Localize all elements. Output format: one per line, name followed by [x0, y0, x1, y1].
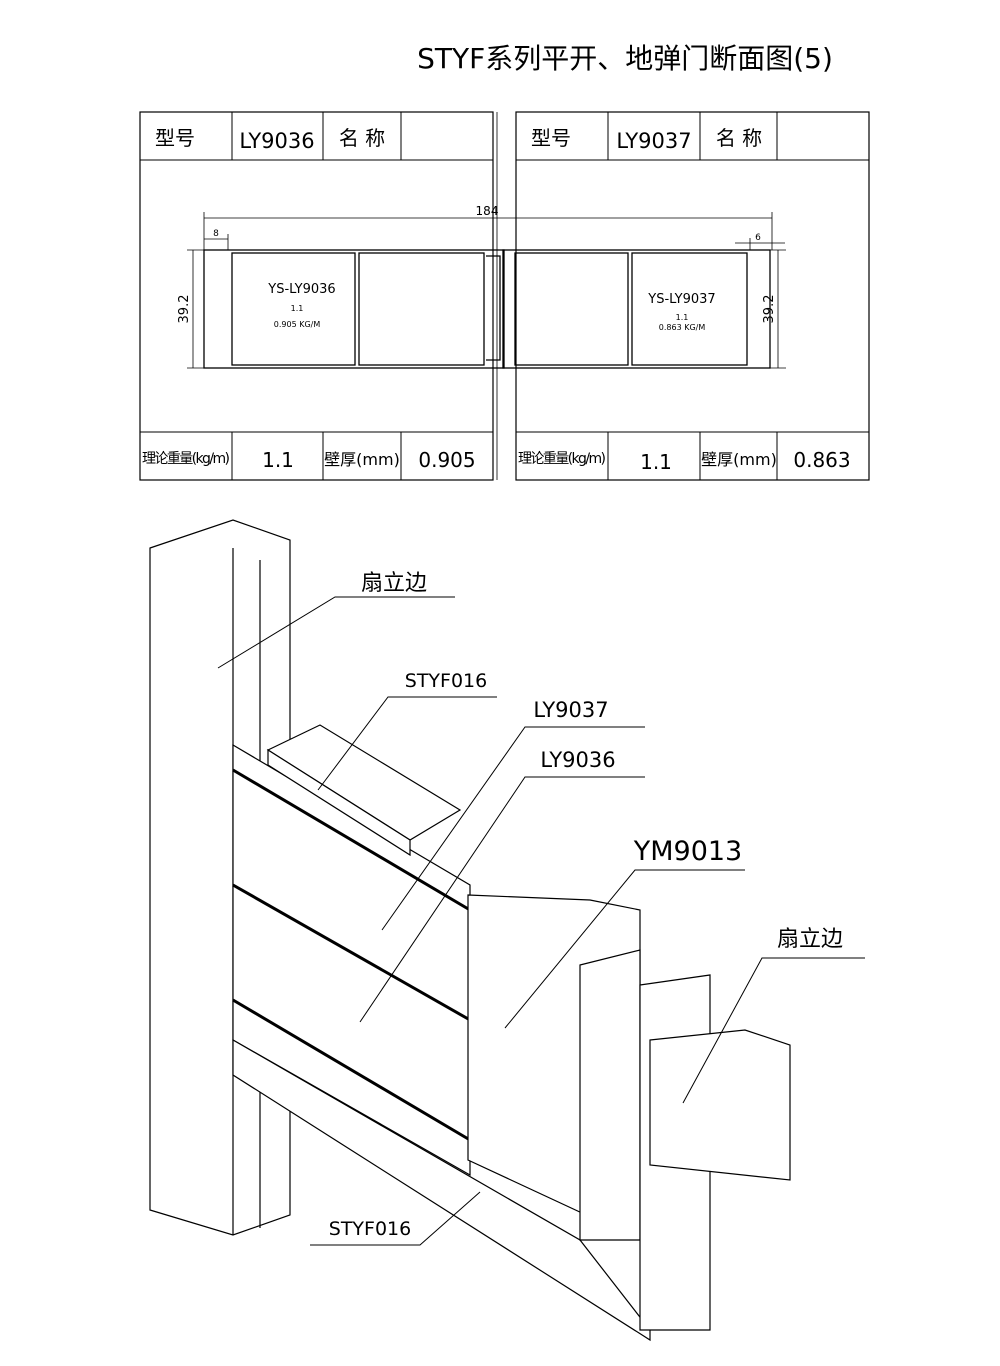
profile-section-drawing — [187, 112, 786, 480]
profile-table-ly9036: 型号 LY9036 名 称 理论重量(kg/m) 1.1 壁厚(mm) 0.90… — [139, 111, 494, 481]
callout-styf016-bottom: STYF016 — [329, 1218, 411, 1240]
name-label: 名 称 — [339, 126, 385, 150]
isometric-assembly-drawing — [149, 519, 791, 1342]
model-value: LY9036 — [239, 129, 314, 153]
profile-weight: 1.1 — [291, 304, 304, 313]
profile-code: YS-LY9037 — [647, 292, 715, 307]
callout-leaders — [217, 596, 865, 1246]
weight-value: 1.1 — [262, 448, 294, 472]
callout-sash-stile-right: 扇立边 — [777, 927, 843, 952]
page-title: STYF系列平开、地弹门断面图(5) — [417, 42, 833, 75]
profile-weight: 1.1 — [676, 313, 689, 322]
profile-table-ly9037: 型号 LY9037 名 称 理论重量(kg/m) 1.1 壁厚(mm) 0.86… — [515, 111, 870, 481]
model-label: 型号 — [155, 126, 195, 150]
thickness-label: 壁厚(mm) — [701, 450, 777, 469]
thickness-value: 0.905 — [418, 448, 475, 472]
profile-kgm: 0.863 KG/M — [659, 323, 706, 332]
thickness-label: 壁厚(mm) — [324, 450, 400, 469]
callout-ym9013: YM9013 — [633, 836, 743, 867]
callout-styf016-top: STYF016 — [405, 670, 487, 692]
profile-kgm: 0.905 KG/M — [274, 320, 321, 329]
dim-height-left: 39.2 — [177, 295, 192, 324]
callout-sash-stile-top: 扇立边 — [361, 571, 427, 596]
model-value: LY9037 — [616, 129, 691, 153]
weight-value: 1.1 — [640, 450, 672, 474]
dim-total: 184 — [476, 204, 499, 218]
dim-right-offset: 6 — [755, 233, 761, 243]
weight-label: 理论重量(kg/m) — [142, 451, 230, 467]
weight-label: 理论重量(kg/m) — [518, 451, 606, 467]
callout-ly9036: LY9036 — [540, 748, 615, 772]
thickness-value: 0.863 — [793, 448, 850, 472]
name-label: 名 称 — [716, 126, 762, 150]
model-label: 型号 — [531, 126, 571, 150]
profile-code: YS-LY9036 — [267, 282, 335, 297]
dim-left-offset: 8 — [213, 229, 219, 239]
callout-ly9037: LY9037 — [533, 698, 608, 722]
dim-height-right: 39.2 — [762, 295, 777, 324]
